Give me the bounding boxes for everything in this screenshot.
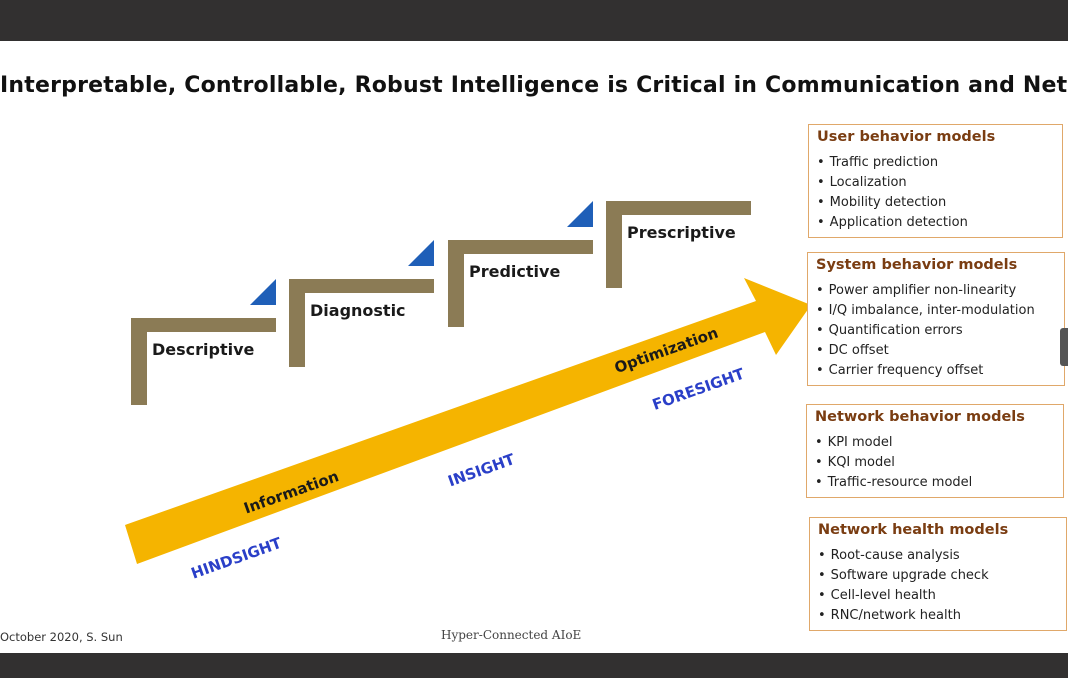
footer-event-name: Hyper-Connected AIoE [441, 628, 582, 642]
step-bracket-prescriptive [606, 201, 751, 288]
triangle-marker-3 [567, 201, 593, 227]
sight-label-insight: INSIGHT [446, 450, 518, 491]
list-item: Quantification errors [816, 321, 1056, 341]
staircase-diagram: Information Optimization HINDSIGHT INSIG… [125, 201, 811, 583]
bottom-window-bar [0, 653, 1068, 678]
triangle-marker-2 [408, 240, 434, 266]
box-item-list: Power amplifier non-linearity I/Q imbala… [816, 281, 1056, 381]
list-item: KPI model [815, 433, 1055, 453]
list-item: Cell-level health [818, 586, 1058, 606]
step-label-descriptive: Descriptive [152, 340, 255, 359]
step-bracket-diagnostic [289, 279, 434, 367]
slide-title: Interpretable, Controllable, Robust Inte… [0, 73, 1068, 98]
list-item: Traffic-resource model [815, 473, 1055, 493]
list-item: Traffic prediction [817, 153, 1054, 173]
list-item: KQI model [815, 453, 1055, 473]
box-user-behavior-models: User behavior models Traffic prediction … [808, 124, 1063, 238]
list-item: DC offset [816, 341, 1056, 361]
step-bracket-predictive [448, 240, 593, 327]
side-panel-handle[interactable] [1060, 328, 1068, 366]
list-item: Application detection [817, 213, 1054, 233]
progress-arrow [125, 278, 811, 564]
step-label-diagnostic: Diagnostic [310, 301, 406, 320]
step-label-predictive: Predictive [469, 262, 561, 281]
box-title: Network health models [818, 522, 1009, 538]
list-item: RNC/network health [818, 606, 1058, 626]
step-label-prescriptive: Prescriptive [627, 223, 736, 242]
sight-label-foresight: FORESIGHT [650, 364, 747, 414]
box-title: System behavior models [816, 257, 1018, 273]
box-item-list: Traffic prediction Localization Mobility… [817, 153, 1054, 233]
list-item: Software upgrade check [818, 566, 1058, 586]
box-item-list: Root-cause analysis Software upgrade che… [818, 546, 1058, 626]
box-title: Network behavior models [815, 409, 1025, 425]
box-item-list: KPI model KQI model Traffic-resource mod… [815, 433, 1055, 493]
slide: Interpretable, Controllable, Robust Inte… [0, 41, 1068, 653]
step-bracket-descriptive [131, 318, 276, 405]
box-system-behavior-models: System behavior models Power amplifier n… [807, 252, 1065, 386]
list-item: Localization [817, 173, 1054, 193]
footer-date-author: October 2020, S. Sun [0, 630, 123, 644]
top-window-bar [0, 0, 1068, 41]
box-network-behavior-models: Network behavior models KPI model KQI mo… [806, 404, 1064, 498]
list-item: I/Q imbalance, inter-modulation [816, 301, 1056, 321]
box-title: User behavior models [817, 129, 996, 145]
box-network-health-models: Network health models Root-cause analysi… [809, 517, 1067, 631]
sight-label-hindsight: HINDSIGHT [189, 534, 285, 583]
list-item: Power amplifier non-linearity [816, 281, 1056, 301]
triangle-marker-1 [250, 279, 276, 305]
list-item: Root-cause analysis [818, 546, 1058, 566]
list-item: Mobility detection [817, 193, 1054, 213]
list-item: Carrier frequency offset [816, 361, 1056, 381]
